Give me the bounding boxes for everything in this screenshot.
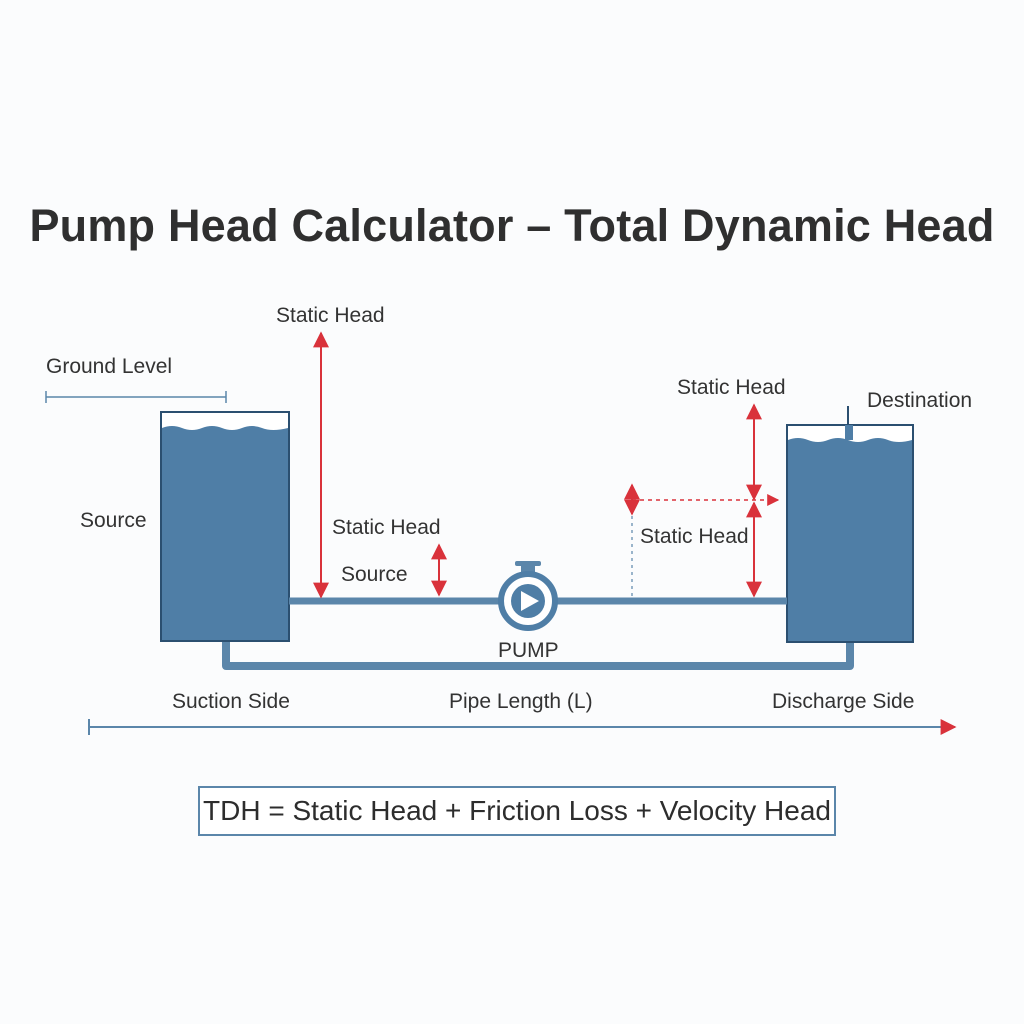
- destination-water: [788, 438, 912, 641]
- suction-side-label: Suction Side: [172, 690, 290, 713]
- tdh-formula: TDH = Static Head + Friction Loss + Velo…: [203, 795, 831, 826]
- destination-label: Destination: [867, 389, 973, 412]
- static-head-left-label: Static Head: [276, 304, 385, 327]
- pump-icon: [498, 561, 558, 631]
- static-head-right-top-label: Static Head: [677, 376, 786, 399]
- source-mid-label: Source: [341, 563, 408, 586]
- source-tank: [160, 411, 290, 642]
- tdh-formula-box: TDH = Static Head + Friction Loss + Velo…: [198, 786, 836, 836]
- destination-tank: [786, 406, 914, 643]
- discharge-side-label: Discharge Side: [772, 690, 915, 713]
- page-title: Pump Head Calculator – Total Dynamic Hea…: [29, 200, 995, 251]
- source-water: [162, 426, 288, 640]
- pipe-length-label: Pipe Length (L): [449, 690, 593, 713]
- return-pipe: [222, 640, 854, 670]
- static-head-right-mid-label: Static Head: [640, 525, 749, 548]
- ground-level-line: [45, 391, 227, 403]
- static-head-mid-label: Static Head: [332, 516, 441, 539]
- ground-level-label: Ground Level: [46, 355, 173, 378]
- pump-label: PUMP: [498, 639, 559, 662]
- source-tank-label: Source: [80, 509, 147, 532]
